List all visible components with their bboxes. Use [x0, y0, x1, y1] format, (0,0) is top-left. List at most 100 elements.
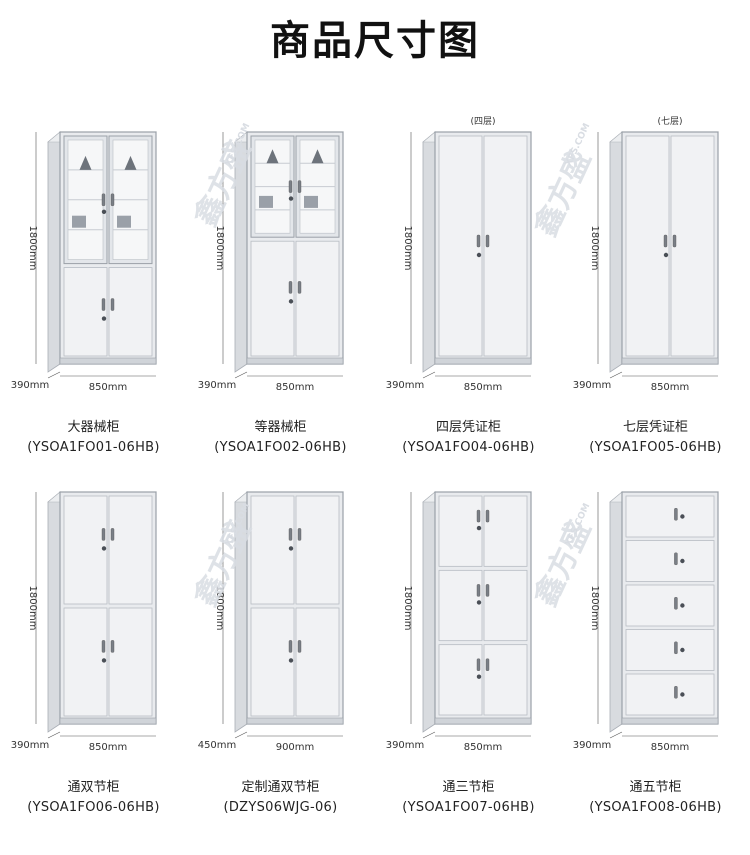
door-handle-icon — [485, 234, 490, 248]
width-dimension: 850mm — [464, 742, 503, 753]
height-dimension: 1800mm — [214, 226, 225, 271]
depth-dimension: 390mm — [198, 380, 237, 391]
dimension-line — [234, 371, 248, 379]
product-name: 通三节柜 — [442, 780, 495, 795]
cabinet-side — [47, 131, 61, 373]
lock-icon — [288, 658, 294, 663]
door-panel — [483, 495, 528, 567]
door-panel — [438, 495, 483, 567]
door-handle-icon — [110, 298, 115, 311]
lock-icon — [101, 546, 107, 551]
door-handle-icon — [110, 193, 115, 207]
cabinet-side — [234, 491, 248, 733]
door-panel — [438, 644, 483, 716]
door-panel — [295, 607, 340, 717]
door-handle-icon — [288, 180, 293, 193]
lock-icon — [680, 514, 685, 519]
cabinet-base — [621, 357, 719, 365]
height-dimension: 1800mm — [27, 226, 38, 271]
door-panel — [250, 495, 295, 605]
cabinet-side — [234, 131, 248, 373]
lock-icon — [288, 546, 294, 551]
lock-icon — [476, 600, 482, 605]
drawer-panel — [625, 495, 715, 538]
lock-icon — [476, 674, 482, 679]
height-dimension: 1800mm — [402, 226, 413, 271]
deer-ornament-icon — [266, 149, 279, 164]
cabinet-base — [434, 717, 532, 725]
product-card-2[interactable]: 1800mm 390mm 850mm 等器械柜 (YSOA1FO02-06HB) — [187, 110, 374, 495]
lock-icon — [101, 316, 107, 321]
book-icon — [72, 215, 86, 228]
door-handle-icon — [476, 509, 481, 523]
product-name: 七层凭证柜 — [622, 420, 688, 435]
door-panel — [625, 135, 670, 357]
lock-icon — [288, 196, 294, 201]
width-dimension: 850mm — [89, 382, 128, 393]
cabinet-illustration: 1800mm 390mm 850mm — [198, 131, 344, 393]
cabinet-base — [246, 717, 344, 725]
door-panel — [483, 569, 528, 642]
dimension-line — [422, 371, 436, 379]
door-panel — [438, 569, 483, 642]
lock-icon — [680, 647, 685, 653]
page-title: 商品尺寸图 — [270, 18, 480, 64]
door-handle-icon — [297, 281, 302, 294]
door-handle-icon — [476, 584, 481, 597]
book-icon — [304, 195, 318, 208]
cabinet-base — [246, 357, 344, 365]
door-handle-icon — [672, 234, 677, 248]
product-model: (YSOA1FO02-06HB) — [214, 440, 347, 455]
product-name: 定制通双节柜 — [241, 780, 320, 795]
drawer-panel — [625, 584, 715, 627]
lock-icon — [101, 658, 107, 663]
cabinet-base — [434, 357, 532, 365]
door-handle-icon — [674, 686, 678, 699]
door-panel — [295, 240, 340, 357]
dimension-line — [234, 731, 248, 739]
product-name: 等器械柜 — [254, 420, 307, 435]
lock-icon — [663, 252, 669, 258]
product-model: (YSOA1FO01-06HB) — [27, 440, 160, 455]
dimension-line — [422, 731, 436, 739]
door-handle-icon — [288, 640, 293, 653]
lock-icon — [101, 209, 107, 214]
width-dimension: 850mm — [276, 382, 315, 393]
lock-icon — [680, 603, 685, 608]
door-handle-icon — [674, 597, 678, 610]
door-panel — [108, 495, 153, 605]
door-panel — [63, 495, 108, 605]
door-panel — [670, 135, 715, 357]
deer-ornament-icon — [79, 155, 92, 170]
door-handle-icon — [101, 193, 106, 207]
product-model: (DZYS06WJG-06) — [223, 800, 338, 815]
depth-dimension: 390mm — [386, 740, 425, 751]
drawer-panel — [625, 673, 715, 716]
door-panel — [63, 267, 108, 357]
door-handle-icon — [101, 640, 106, 653]
depth-dimension: 390mm — [573, 380, 612, 391]
door-panel — [483, 135, 528, 357]
door-panel — [483, 644, 528, 716]
door-handle-icon — [476, 234, 481, 248]
cabinet-base — [59, 717, 157, 725]
door-panel — [250, 607, 295, 717]
door-handle-icon — [110, 528, 115, 541]
dimension-line — [609, 731, 623, 739]
dimension-line — [47, 371, 61, 379]
height-dimension: 1800mm — [214, 586, 225, 631]
door-panel — [63, 607, 108, 717]
lock-icon — [288, 299, 294, 304]
cabinet-base — [59, 357, 157, 365]
